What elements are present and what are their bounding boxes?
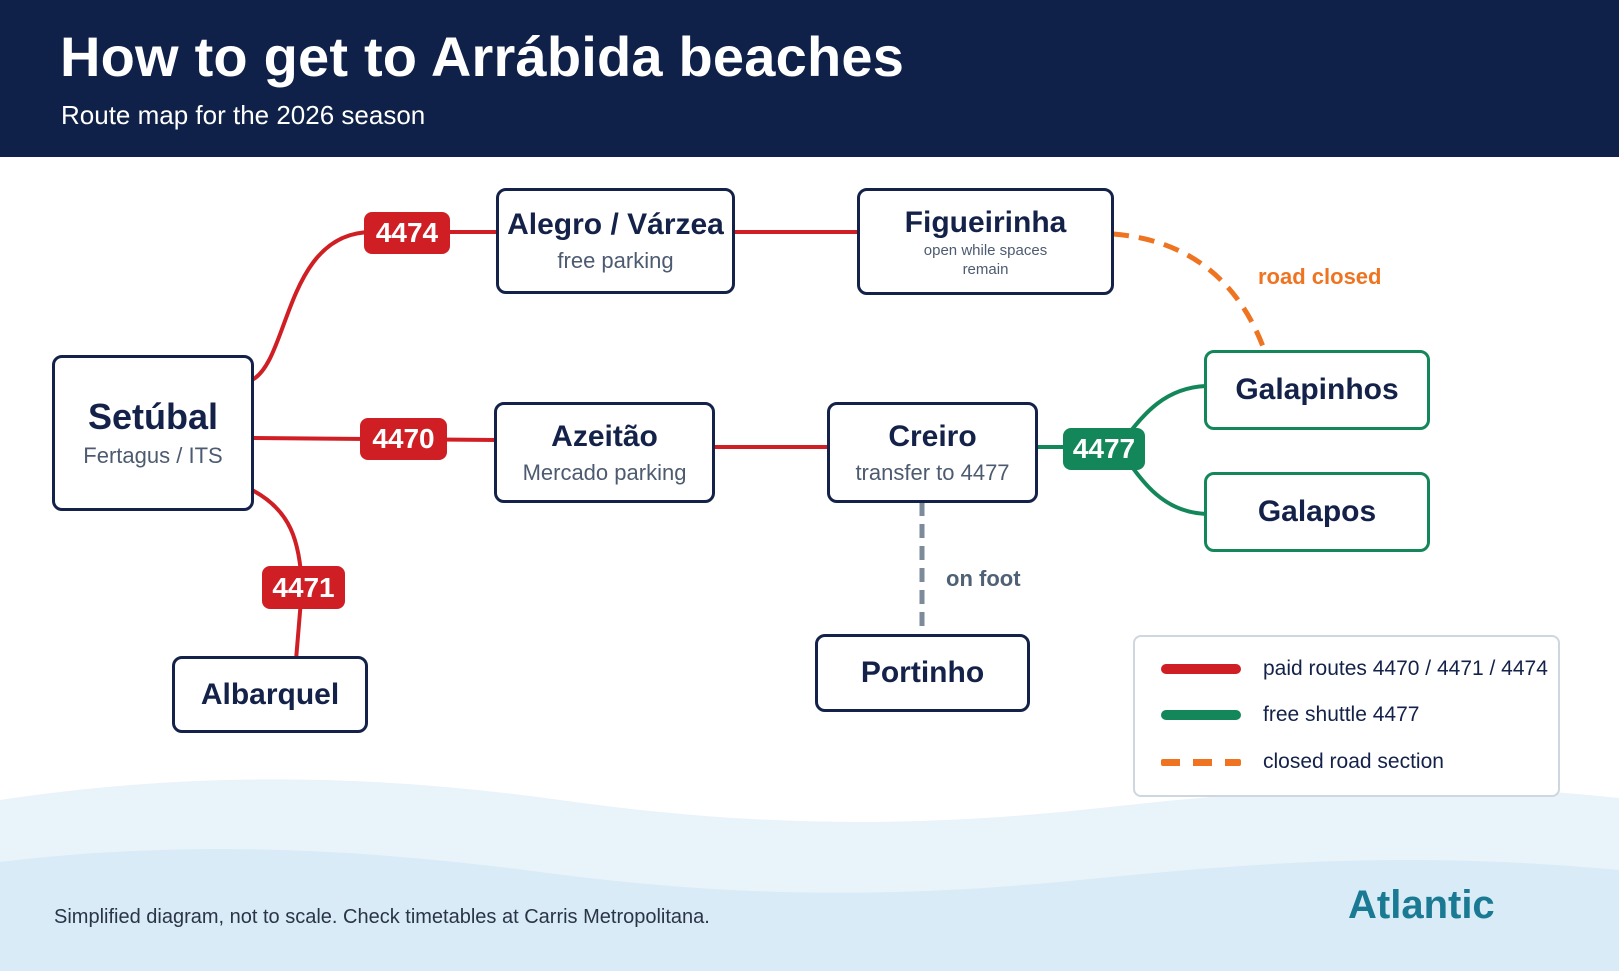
on-foot-label: on foot bbox=[946, 566, 1021, 591]
node-figueirinha[interactable]: Figueirinha open while spaces remain bbox=[857, 188, 1114, 295]
route-badge-4470[interactable]: 4470 bbox=[360, 418, 447, 460]
node-galapos[interactable]: Galapos bbox=[1204, 472, 1430, 552]
route-badge-4471[interactable]: 4471 bbox=[262, 566, 345, 609]
route-line-4474 bbox=[250, 230, 500, 382]
legend-label-closed: closed road section bbox=[1263, 750, 1444, 773]
brand-logo: Atlantic bbox=[1348, 883, 1495, 927]
node-azeitao-sub: Mercado parking bbox=[522, 459, 687, 485]
node-figueirinha-sub: open while spaces remain bbox=[923, 241, 1048, 278]
wave-front bbox=[0, 849, 1619, 971]
node-portinho-name: Portinho bbox=[860, 656, 985, 689]
page-title: How to get to Arrábida beaches bbox=[60, 25, 905, 88]
node-figueirinha-name: Figueirinha bbox=[904, 205, 1067, 239]
legend-swatch-paid bbox=[1161, 664, 1241, 674]
node-creiro[interactable]: Creiro transfer to 4477 bbox=[827, 402, 1038, 503]
closed-road-line bbox=[1112, 231, 1268, 353]
node-portinho[interactable]: Portinho bbox=[815, 634, 1030, 712]
route-badge-4474[interactable]: 4474 bbox=[364, 212, 450, 254]
node-alegro-name: Alegro / Várzea bbox=[507, 208, 724, 241]
node-azeitao[interactable]: Azeitão Mercado parking bbox=[494, 402, 715, 503]
node-galapinhos-name: Galapinhos bbox=[1235, 373, 1399, 406]
road-closed-label: road closed bbox=[1258, 264, 1382, 289]
node-albarquel-name: Albarquel bbox=[200, 677, 340, 711]
footnote: Simplified diagram, not to scale. Check … bbox=[54, 906, 710, 928]
node-alegro-sub: free parking bbox=[557, 248, 674, 273]
legend-item-free: free shuttle 4477 bbox=[1161, 700, 1419, 730]
route-badge-4477[interactable]: 4477 bbox=[1063, 428, 1145, 470]
node-setubal-sub: Fertagus / ITS bbox=[83, 443, 223, 468]
page-subtitle: Route map for the 2026 season bbox=[61, 100, 426, 130]
legend-swatch-free bbox=[1161, 710, 1241, 720]
node-galapinhos[interactable]: Galapinhos bbox=[1204, 350, 1430, 430]
legend-label-free: free shuttle 4477 bbox=[1263, 703, 1420, 726]
header-banner: How to get to Arrábida beaches Route map… bbox=[0, 0, 1619, 157]
node-azeitao-name: Azeitão bbox=[551, 419, 658, 453]
node-alegro[interactable]: Alegro / Várzea free parking bbox=[496, 188, 735, 294]
legend-item-closed: closed road section bbox=[1161, 747, 1444, 777]
node-creiro-sub: transfer to 4477 bbox=[855, 459, 1010, 485]
node-setubal-name: Setúbal bbox=[87, 396, 219, 437]
node-setubal[interactable]: Setúbal Fertagus / ITS bbox=[52, 355, 254, 511]
legend-label-paid: paid routes 4470 / 4471 / 4474 bbox=[1263, 657, 1548, 680]
legend-item-paid: paid routes 4470 / 4471 / 4474 bbox=[1161, 654, 1548, 684]
node-creiro-name: Creiro bbox=[888, 419, 977, 453]
legend: paid routes 4470 / 4471 / 4474 free shut… bbox=[1133, 635, 1560, 797]
node-galapos-name: Galapos bbox=[1257, 495, 1377, 528]
legend-swatch-closed bbox=[1161, 758, 1241, 766]
node-albarquel[interactable]: Albarquel bbox=[172, 656, 368, 733]
